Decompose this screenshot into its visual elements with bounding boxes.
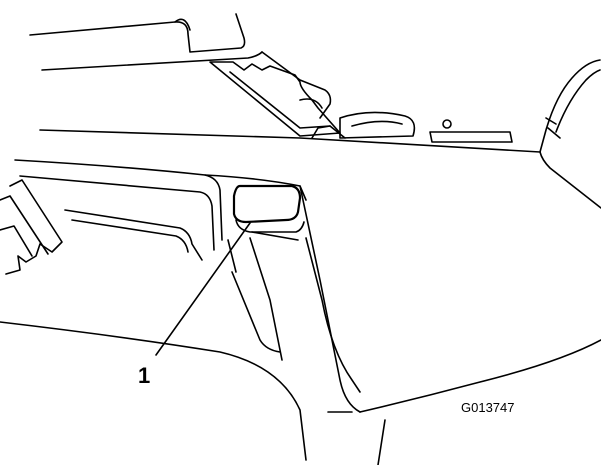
left-bracket xyxy=(0,179,63,275)
callout-number: 1 xyxy=(138,363,150,388)
callout-leader-line xyxy=(155,222,251,356)
callout: 1 xyxy=(138,222,251,388)
lower-fender xyxy=(0,321,601,465)
deck-surface xyxy=(39,111,541,153)
rear-fender xyxy=(539,59,601,209)
figure-id-label: G013747 xyxy=(461,400,515,415)
serial-plate xyxy=(232,184,305,241)
seat-cushion xyxy=(29,13,263,71)
access-panel xyxy=(209,51,341,137)
side-body xyxy=(14,159,361,413)
